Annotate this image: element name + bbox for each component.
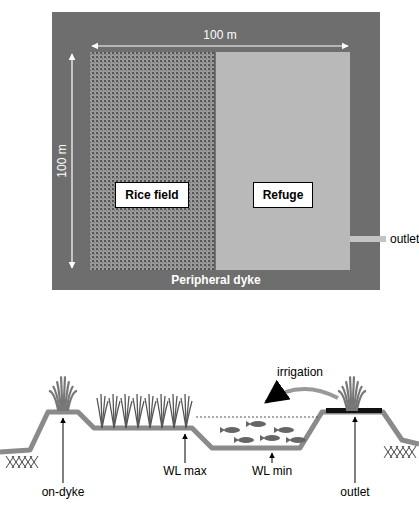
- water-level-label: WL min: [252, 464, 292, 478]
- area-label-box: Rice field: [115, 182, 188, 208]
- area-name: Refuge: [263, 188, 304, 202]
- ground-hatching: [6, 446, 416, 468]
- dimension-arrow: [92, 45, 348, 46]
- fish: [220, 421, 306, 443]
- leader-arrow: [272, 453, 273, 463]
- divider: [215, 52, 216, 270]
- leader-arrow: [63, 418, 64, 483]
- part-label: on-dyke: [42, 485, 85, 499]
- cross-section: [0, 376, 419, 483]
- irrigation-arrow: [266, 389, 338, 402]
- rice-field-area: [90, 52, 215, 270]
- dyke-fill: [52, 12, 380, 290]
- area-label-box: Refuge: [253, 182, 314, 208]
- leader-arrow: [185, 434, 186, 463]
- outlet-label: outlet: [390, 232, 419, 246]
- dyke-region: Peripheral dyke Rice field Refuge: [52, 12, 380, 290]
- plants: [49, 376, 366, 428]
- water-line: [196, 417, 320, 418]
- refuge-area: [215, 52, 350, 270]
- outlet-pipe: [350, 236, 386, 242]
- dimension-label: 100 m: [203, 28, 236, 42]
- dimension-arrow: [71, 54, 72, 268]
- outlet-label: outlet: [340, 485, 369, 499]
- water-level-label: WL max: [163, 464, 207, 478]
- area-name: Rice field: [125, 188, 178, 202]
- dimension-label: 100 m: [55, 144, 69, 177]
- flow-label: irrigation: [277, 365, 323, 379]
- region-name: Peripheral dyke: [52, 273, 380, 287]
- leader-arrow: [355, 417, 356, 483]
